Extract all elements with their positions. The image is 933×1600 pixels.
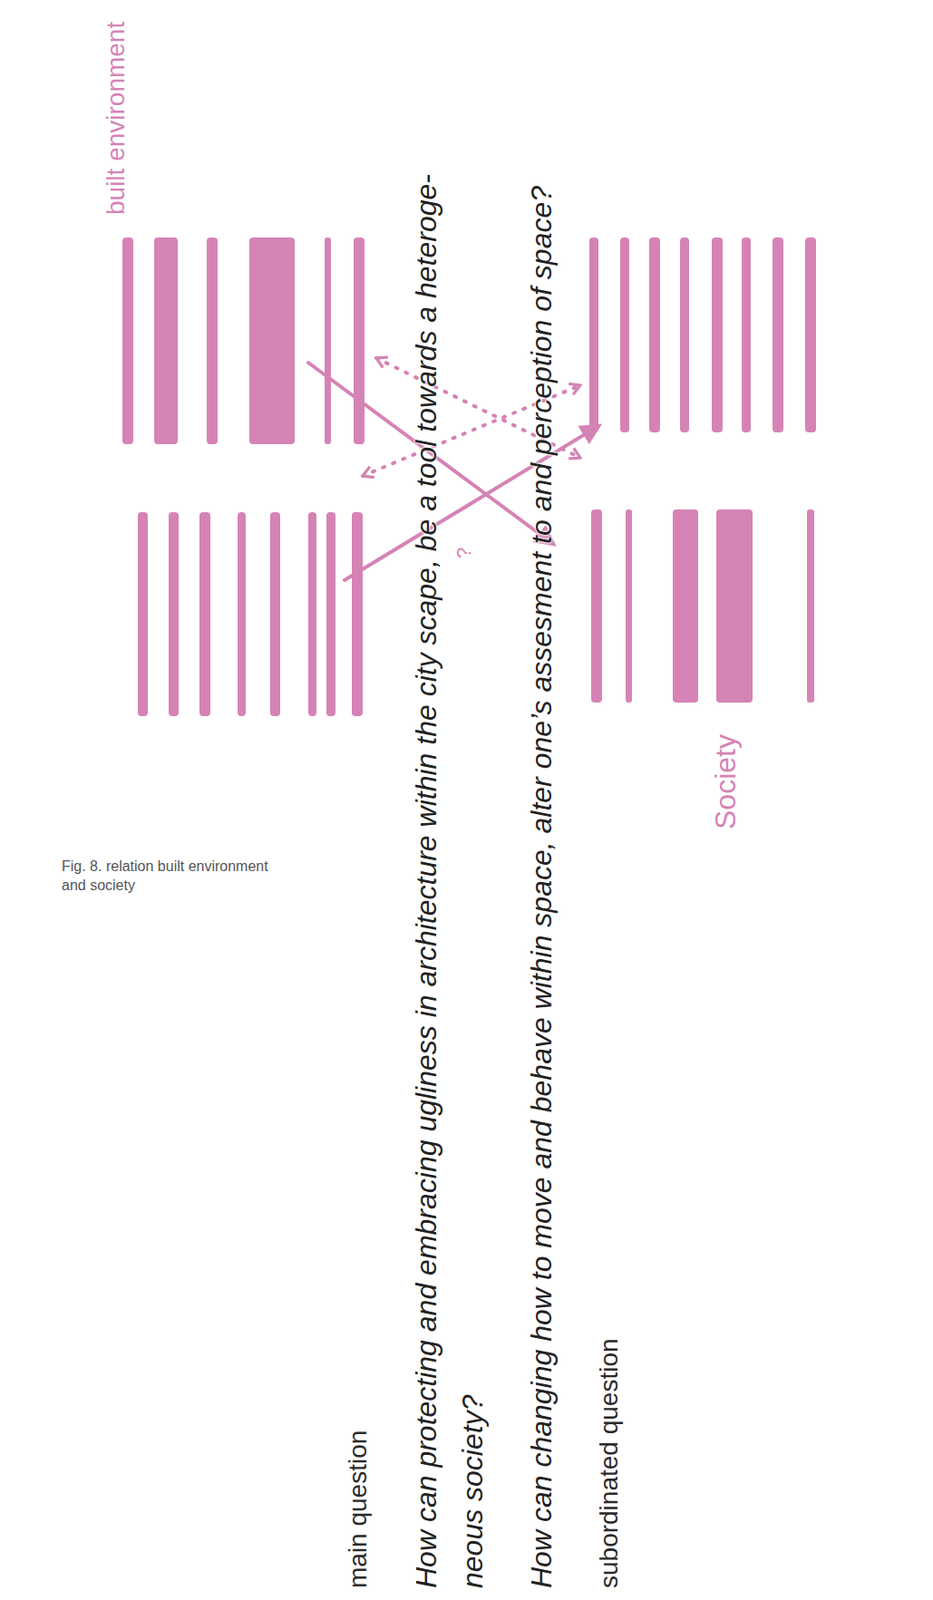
stripe-group xyxy=(122,237,365,445)
stripe xyxy=(620,237,630,433)
main-question: How can protecting and embracing uglines… xyxy=(403,170,496,1589)
stripe xyxy=(772,237,784,433)
section-label: main question xyxy=(340,1430,377,1589)
stripe xyxy=(308,512,317,717)
stripe xyxy=(122,237,134,445)
stripe xyxy=(351,512,363,717)
section-label: subordinated question xyxy=(591,1338,628,1589)
question-mark: ? xyxy=(452,547,477,559)
stripe xyxy=(137,512,148,717)
stripe xyxy=(154,237,178,445)
stripe xyxy=(199,512,211,717)
stripe xyxy=(270,512,281,717)
stripe xyxy=(711,237,723,433)
stripe xyxy=(206,237,218,445)
stripe xyxy=(237,512,246,717)
axis-label: built environment xyxy=(100,20,132,214)
stripe xyxy=(353,237,365,445)
stripe xyxy=(168,512,179,717)
stripe-group xyxy=(589,237,817,433)
stripe-group xyxy=(137,512,363,717)
stripe xyxy=(591,509,603,703)
stripe xyxy=(806,509,815,703)
stripe xyxy=(805,237,817,433)
figure-caption: Fig. 8. relation built environment and s… xyxy=(61,856,273,895)
stripe xyxy=(672,509,699,703)
stripe xyxy=(680,237,690,433)
stripe xyxy=(741,237,751,433)
stripe xyxy=(324,237,331,445)
stripe xyxy=(716,509,753,703)
stripe xyxy=(249,237,295,445)
stripe-group xyxy=(591,509,815,703)
axis-label: Society xyxy=(708,734,743,830)
stripe xyxy=(589,237,599,433)
stripe xyxy=(326,512,336,717)
sub-question: How can changing how to move and behave … xyxy=(518,185,565,1589)
stripe xyxy=(625,509,632,703)
stripe xyxy=(649,237,661,433)
